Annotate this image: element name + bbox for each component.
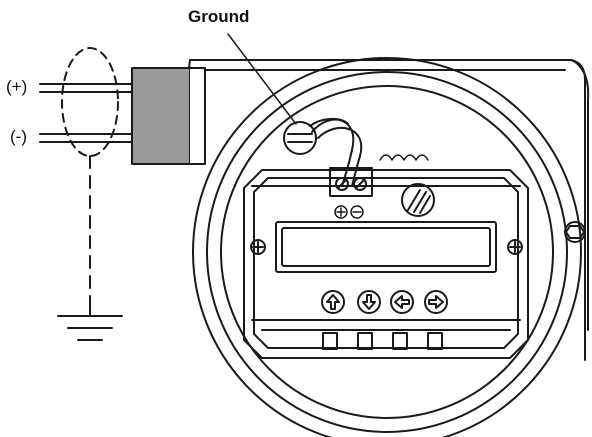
up-arrow-icon[interactable]: [321, 290, 345, 314]
negative-wire-label: (-): [10, 127, 27, 146]
cable-shield-loop: [61, 47, 119, 157]
polarity-marks: [334, 205, 364, 219]
right-arrow-icon[interactable]: [424, 290, 448, 314]
internal-wires: [309, 118, 363, 187]
manufacturer-logo-icon: [401, 183, 435, 217]
terminal-screw-negative: [353, 177, 367, 191]
positive-wire-label: (+): [6, 77, 27, 96]
terminal-block: [329, 167, 373, 197]
ground-screw: [283, 121, 317, 155]
electronics-module: [243, 169, 529, 359]
bottom-keys: [322, 332, 443, 350]
mount-screw-left: [250, 239, 266, 255]
terminal-teeth: [379, 154, 429, 161]
mount-screw-right: [507, 239, 523, 255]
cover-lock-screw: [564, 221, 586, 243]
cable-gland: [131, 67, 206, 165]
terminal-screw-positive: [335, 177, 349, 191]
ground-label: Ground: [188, 7, 249, 26]
left-arrow-icon[interactable]: [390, 290, 414, 314]
lcd-display: [275, 221, 497, 273]
earth-ground-symbol: [57, 299, 123, 341]
down-arrow-icon[interactable]: [357, 290, 381, 314]
housing-body: [187, 59, 590, 361]
front-cover: [192, 57, 582, 437]
ground-leader-line: [227, 33, 297, 125]
